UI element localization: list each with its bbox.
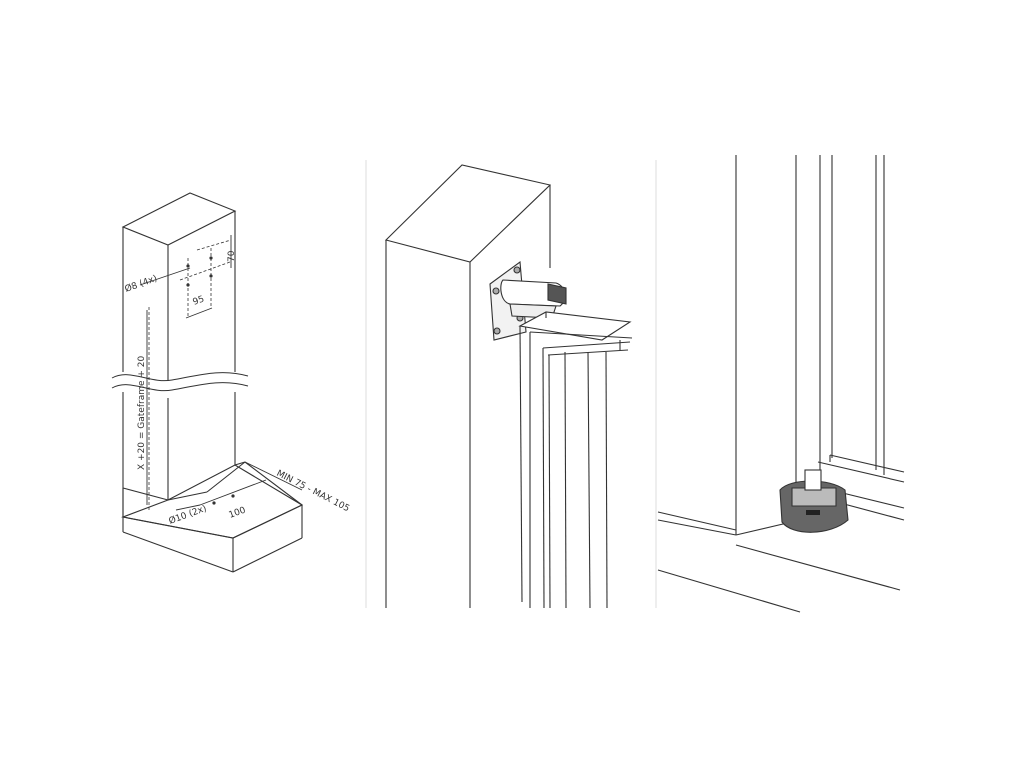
- post-outline: [735, 155, 801, 536]
- bolt-icon: [492, 287, 500, 295]
- dim-95: 95: [192, 295, 206, 308]
- gate-frame: [518, 311, 633, 609]
- dim-offset: MIN 75 - MAX 105: [275, 469, 351, 514]
- hole-marker: [212, 501, 216, 505]
- label-holes-bottom: Ø10 (2x): [167, 503, 208, 527]
- hole-marker: [209, 274, 213, 278]
- hole-marker: [209, 256, 213, 260]
- label-holes-top: Ø8 (4x): [123, 273, 158, 295]
- break-line: [111, 372, 249, 392]
- footing-block: [120, 461, 304, 573]
- dimension-solid-lines: [139, 235, 303, 511]
- bottom-hinge-icon: [779, 469, 849, 533]
- post-outline: [121, 192, 237, 517]
- panel-left-dimension-drawing: Ø8 (4x) 70 95 X +20 = Gateframe + 20 MIN…: [111, 192, 351, 573]
- panel-middle-hinge-view: [384, 164, 633, 609]
- panel-right-bottom-hinge-view: [657, 155, 905, 613]
- dim-100: 100: [228, 505, 248, 520]
- bolt-icon: [493, 327, 501, 335]
- hole-marker: [186, 283, 190, 287]
- dim-70: 70: [227, 250, 237, 262]
- hole-markers: [186, 256, 235, 505]
- post-outline: [384, 164, 552, 608]
- gate-frame: [813, 155, 905, 521]
- hole-dimension-lines: [148, 239, 232, 510]
- floor-edge: [657, 511, 901, 613]
- bolt-icon: [513, 266, 521, 274]
- hole-marker: [231, 494, 235, 498]
- hinge-icon: [489, 260, 567, 341]
- dim-height: X +20 = Gateframe + 20: [137, 355, 147, 470]
- hole-marker: [186, 264, 190, 268]
